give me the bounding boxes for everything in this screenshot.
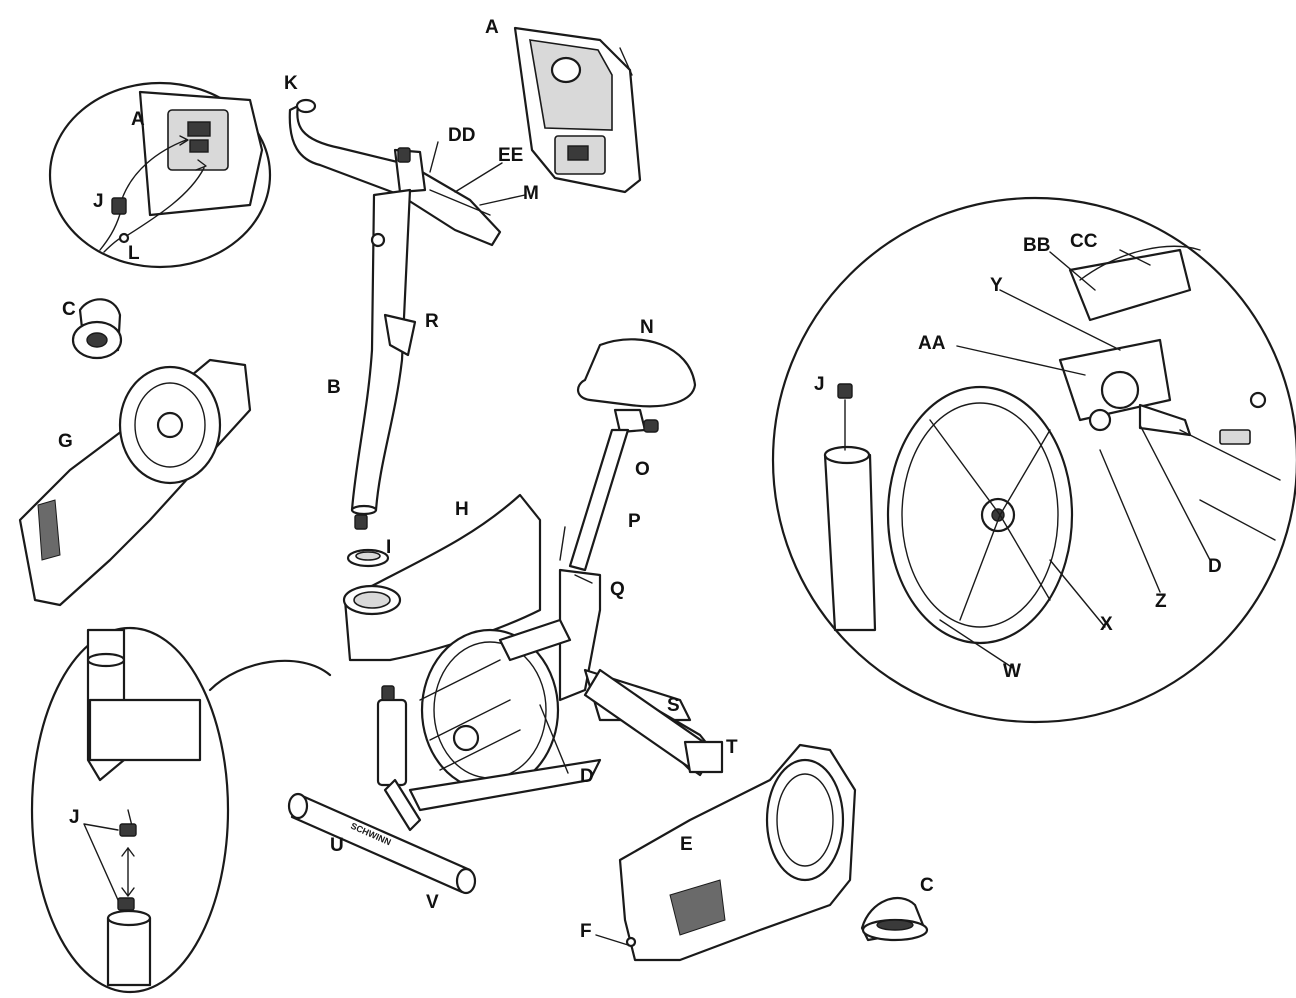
label-DD: DD xyxy=(448,125,476,146)
label-X: X xyxy=(1100,614,1113,635)
label-D-detail: D xyxy=(1208,556,1222,577)
label-AA: AA xyxy=(918,333,946,354)
label-L: L xyxy=(128,243,140,264)
label-H: H xyxy=(455,499,469,520)
label-V: V xyxy=(426,892,439,913)
label-T: T xyxy=(726,737,738,758)
handlebar-K xyxy=(288,98,502,247)
label-Z: Z xyxy=(1155,591,1167,612)
label-C-bottom: C xyxy=(920,875,934,896)
label-W: W xyxy=(1003,661,1021,682)
label-K: K xyxy=(284,73,298,94)
label-BB: BB xyxy=(1023,235,1051,256)
label-J-right: J xyxy=(814,374,825,395)
label-I: I xyxy=(386,537,392,558)
label-U: U xyxy=(330,835,344,856)
label-A-console: A xyxy=(485,17,499,38)
pedal-C-left xyxy=(71,298,123,360)
label-B: B xyxy=(327,377,341,398)
detail-console-connection xyxy=(48,81,272,269)
detail-flywheel-assembly xyxy=(771,196,1296,724)
label-A-detail: A xyxy=(131,109,145,130)
label-C-top: C xyxy=(62,299,76,320)
label-D: D xyxy=(580,766,594,787)
bushing-I xyxy=(346,548,390,568)
label-E: E xyxy=(680,834,693,855)
label-P: P xyxy=(628,511,641,532)
label-Q: Q xyxy=(610,579,625,600)
label-Y: Y xyxy=(990,275,1003,296)
stabilizer-S xyxy=(583,668,724,777)
console-A xyxy=(513,26,642,194)
label-M: M xyxy=(523,183,539,204)
shroud-E xyxy=(618,743,857,962)
label-G: G xyxy=(58,431,73,452)
seat-post-O xyxy=(568,428,630,572)
seat-N xyxy=(577,338,697,434)
label-N: N xyxy=(640,317,654,338)
label-O: O xyxy=(635,459,650,480)
label-S: S xyxy=(667,695,680,716)
label-CC: CC xyxy=(1070,231,1098,252)
label-J-top: J xyxy=(93,191,104,212)
shroud-G xyxy=(18,358,252,607)
stabilizer-U: SCHWINN xyxy=(287,792,477,895)
label-R: R xyxy=(425,311,439,332)
label-F: F xyxy=(580,921,592,942)
shroud-H xyxy=(342,493,542,662)
leader-lines xyxy=(429,141,1211,946)
label-EE: EE xyxy=(498,145,524,166)
upright-B xyxy=(350,188,417,530)
detail-upright-wiring xyxy=(30,626,332,994)
pedal-C-right xyxy=(860,896,929,942)
label-J-left: J xyxy=(69,807,80,828)
